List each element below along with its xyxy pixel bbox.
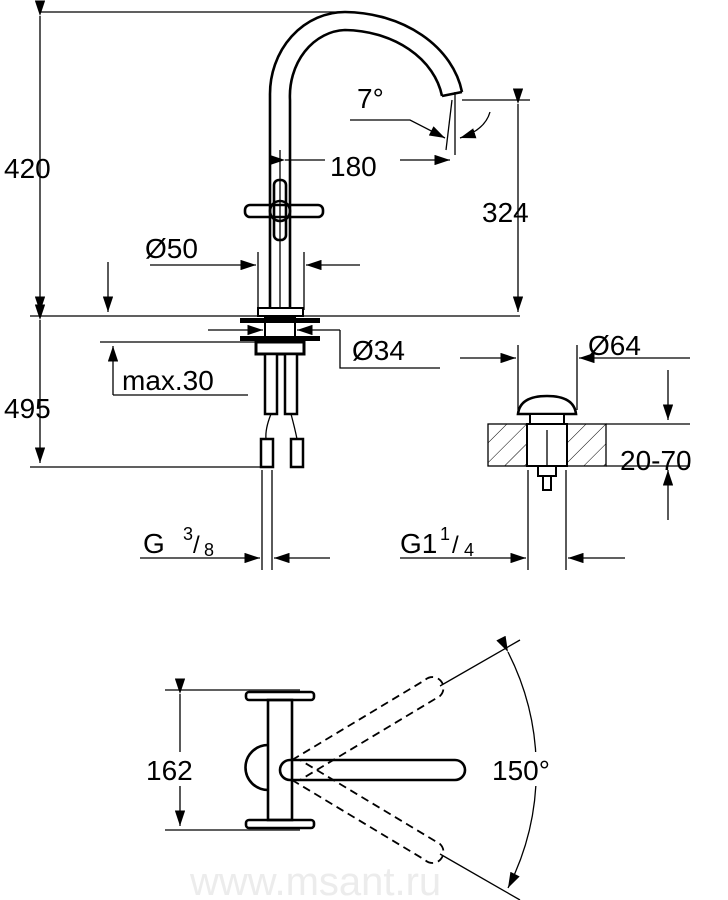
svg-text:max.30: max.30 <box>122 365 214 396</box>
svg-text:3: 3 <box>183 524 193 544</box>
dim-420: 420 <box>4 0 345 312</box>
dim-g114: G1 1 / 4 <box>400 470 625 570</box>
dim-d64: Ø64 <box>460 330 690 410</box>
svg-text:G: G <box>143 528 165 559</box>
svg-text:8: 8 <box>204 540 214 560</box>
svg-text:/: / <box>193 532 200 559</box>
svg-text:324: 324 <box>482 197 529 228</box>
svg-text:7°: 7° <box>357 83 384 114</box>
svg-text:162: 162 <box>146 755 193 786</box>
svg-text:Ø34: Ø34 <box>352 335 405 366</box>
dim-g38: G 3 / 8 <box>140 470 330 570</box>
dim-20-70: 20-70 <box>606 370 692 520</box>
svg-text:20-70: 20-70 <box>620 445 692 476</box>
waste-drawing <box>487 394 607 491</box>
svg-text:G1: G1 <box>400 528 437 559</box>
watermark: www.msant.ru <box>189 860 441 900</box>
faucet-body <box>240 10 464 469</box>
dim-max30: max.30 <box>100 341 256 396</box>
svg-text:180: 180 <box>330 151 377 182</box>
svg-text:/: / <box>452 532 459 559</box>
svg-text:1: 1 <box>440 524 450 544</box>
dim-495: 495 <box>4 304 262 468</box>
svg-text:420: 420 <box>4 153 51 184</box>
svg-text:4: 4 <box>464 540 474 560</box>
dim-d50: Ø50 <box>145 233 360 310</box>
dim-180: 180 <box>269 145 450 182</box>
svg-text:Ø64: Ø64 <box>588 330 641 361</box>
svg-text:150°: 150° <box>492 755 550 786</box>
svg-text:Ø50: Ø50 <box>145 233 198 264</box>
svg-text:495: 495 <box>4 393 51 424</box>
plan-view: 162 150° <box>146 635 580 900</box>
dim-d34: Ø34 <box>208 324 440 369</box>
dim-7deg: 7° <box>350 83 491 155</box>
dim-324: 324 <box>462 88 530 312</box>
